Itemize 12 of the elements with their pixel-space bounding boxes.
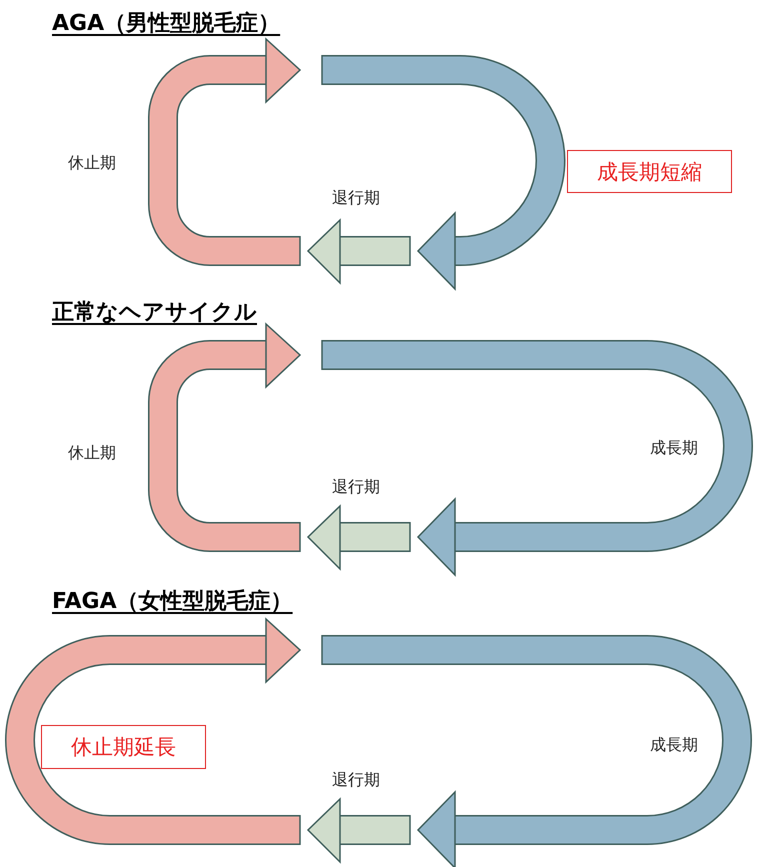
phase-label: 成長期 [650,438,698,459]
phase-label: 退行期 [332,477,380,498]
section-heading: 正常なヘアサイクル [52,299,257,327]
phase-label: 退行期 [332,770,380,791]
callout-box: 成長期短縮 [567,150,732,193]
phase-label: 退行期 [332,188,380,209]
section-heading: AGA（男性型脱毛症） [52,10,280,38]
section-heading: FAGA（女性型脱毛症） [52,588,293,616]
phase-label: 休止期 [68,443,116,464]
phase-label: 休止期 [68,153,116,174]
phase-label: 成長期 [650,735,698,756]
callout-box: 休止期延長 [41,725,206,769]
